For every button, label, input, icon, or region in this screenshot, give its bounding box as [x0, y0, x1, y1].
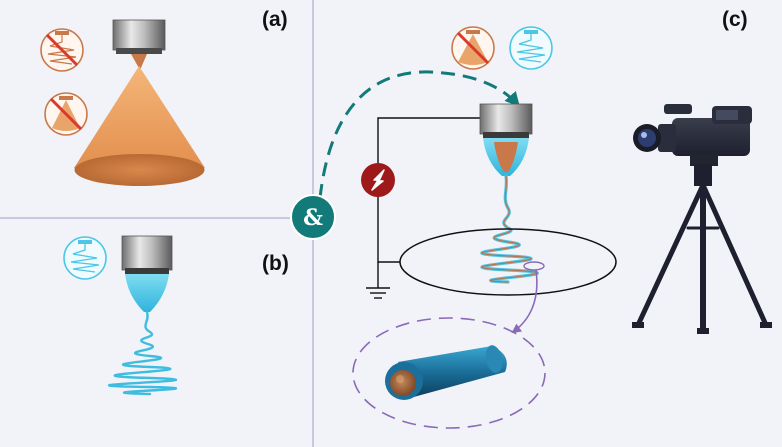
prohibited-icon — [451, 26, 495, 70]
video-camera-icon — [633, 104, 752, 166]
panel-c: (c) — [352, 8, 772, 429]
panel-a: (a) — [40, 8, 288, 186]
prohibited-icon — [40, 28, 84, 72]
core-taylor-cone — [494, 142, 518, 172]
panel-a-label: (a) — [262, 8, 288, 31]
spiral-jet-icon — [63, 236, 107, 280]
spiral-jet-icon — [509, 26, 553, 70]
circuit-wire — [377, 117, 487, 288]
zoom-arrow — [511, 269, 538, 334]
zoom-marker — [523, 261, 545, 271]
collector-ellipse — [399, 228, 617, 296]
high-voltage-icon — [361, 163, 395, 197]
prohibited-icon — [44, 92, 88, 136]
panel-b: (b) — [63, 235, 289, 396]
zoom-circle — [352, 317, 546, 429]
spinneret-icon — [479, 103, 533, 138]
tripod-icon — [632, 164, 772, 334]
whipping-jet — [107, 310, 178, 396]
panel-c-label: (c) — [722, 8, 748, 31]
and-connector: & — [290, 70, 520, 240]
ground-icon — [366, 287, 390, 299]
coaxial-fiber-icon — [385, 345, 507, 400]
spinneret-icon — [112, 19, 166, 54]
taylor-cone — [125, 274, 169, 312]
jet-cone-icon — [74, 54, 205, 186]
panel-b-label: (b) — [262, 252, 289, 275]
spinneret-icon — [121, 235, 173, 274]
and-symbol: & — [303, 205, 323, 231]
